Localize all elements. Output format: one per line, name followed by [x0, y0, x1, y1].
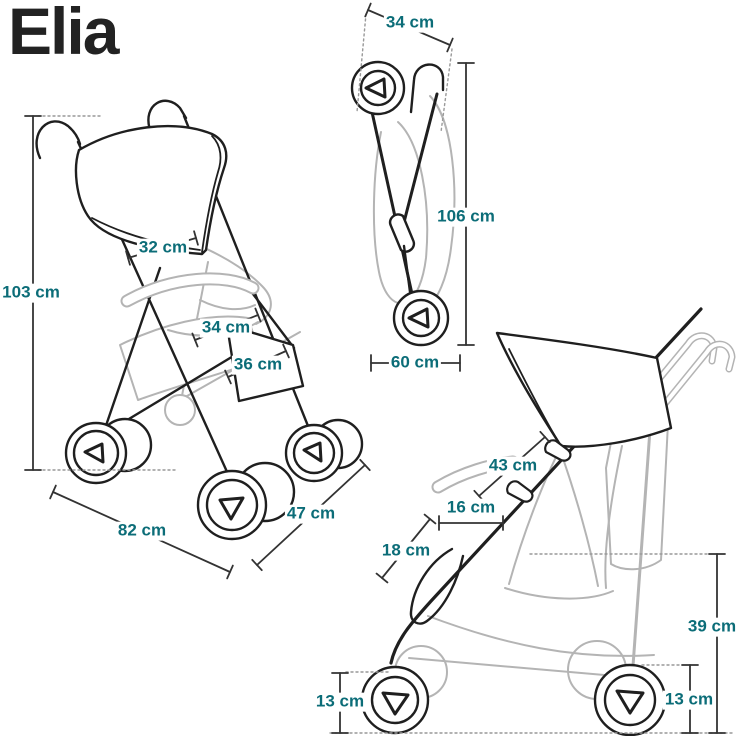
- wheel-hub-icon: [364, 77, 387, 99]
- fold-latch: [388, 213, 416, 253]
- dimension-label-folded-height: 106 cm: [435, 206, 497, 227]
- stroller-unfolded-drawing: [35, 99, 364, 541]
- folded-top-wheel: [350, 60, 406, 116]
- stroller-folded-drawing: [350, 60, 456, 347]
- dimension-label-seat-to-ground: 39 cm: [685, 617, 736, 637]
- wheel-hub-icon: [218, 496, 245, 521]
- side-handle2-icon: [655, 340, 736, 415]
- folded-canopy: [427, 95, 456, 307]
- side-rear-wheel-rim: [603, 673, 657, 727]
- dimension-line-106cm: [457, 62, 475, 346]
- side-bottom-brace: [408, 657, 640, 679]
- dimension-label-seat-depth: 43 cm: [486, 455, 540, 476]
- dimension-label-seat-width: 34 cm: [199, 317, 253, 338]
- rear-wheel-rim: [72, 429, 120, 477]
- wheel-hub-icon: [83, 442, 105, 464]
- wheel-hub-icon: [381, 691, 410, 716]
- dimension-label-armrest-height: 16 cm: [444, 497, 498, 518]
- dimension-label-rear-wheel: 13 cm: [662, 689, 716, 710]
- folded-top-wheel-rim: [359, 69, 397, 107]
- dimension-label-footrest-width: 36 cm: [231, 354, 285, 375]
- rear-leg: [97, 266, 162, 448]
- product-title: Elia: [8, 0, 119, 68]
- folded-handle-icon: [409, 63, 445, 114]
- folded-frame-tube3: [402, 244, 412, 294]
- dimension-label-folded-width: 60 cm: [388, 352, 442, 373]
- wheel-hub-icon: [302, 441, 323, 463]
- side-canopy: [495, 331, 673, 448]
- stroller-side-drawing: [360, 307, 736, 736]
- side-seat-front: [508, 446, 562, 585]
- dimension-label-folded-depth: 34 cm: [383, 12, 437, 33]
- dimension-label-front-wheel: 13 cm: [313, 691, 367, 712]
- bumper-bar-fill: [122, 274, 258, 306]
- calf-rest: [409, 547, 465, 625]
- folded-frame-tube2: [400, 92, 439, 232]
- dimension-label-width: 47 cm: [284, 503, 338, 524]
- folded-fabric-left: [372, 131, 399, 304]
- dimension-line-16cm: [438, 515, 504, 531]
- side-main-tube: [389, 307, 703, 665]
- dimension-line-39cm: [708, 553, 726, 734]
- side-seat-bottom: [504, 587, 614, 600]
- side-bottom-brace2: [427, 615, 655, 657]
- dimension-label-length: 82 cm: [115, 520, 169, 541]
- canopy: [74, 124, 228, 256]
- dimension-label-backrest-width: 32 cm: [136, 237, 190, 258]
- side-handle2-fill: [657, 342, 734, 413]
- dimension-label-seat-front: 18 cm: [379, 540, 433, 561]
- wheel-hub-icon: [615, 689, 645, 715]
- folded-bottom-wheel-rim: [401, 298, 441, 338]
- dimension-label-height: 103 cm: [0, 282, 62, 303]
- side-front-wheel-rim: [370, 675, 420, 725]
- near-handle-icon: [35, 120, 82, 160]
- side-seat-crease: [559, 449, 599, 587]
- canopy-clamp: [544, 439, 572, 462]
- side-canopy-fold: [508, 348, 559, 442]
- wheel-hub-icon: [407, 307, 430, 329]
- seat-side-tube: [248, 288, 296, 350]
- canopy-edge: [201, 135, 222, 253]
- recline-clamp: [506, 480, 534, 503]
- seat-crease: [199, 299, 256, 311]
- side-seat-back: [604, 445, 623, 589]
- front-far-wheel-rim: [292, 431, 336, 475]
- far-rear-wheel: [164, 394, 196, 426]
- far-handle-icon: [147, 99, 188, 132]
- front-near-wheel-rim: [205, 478, 259, 532]
